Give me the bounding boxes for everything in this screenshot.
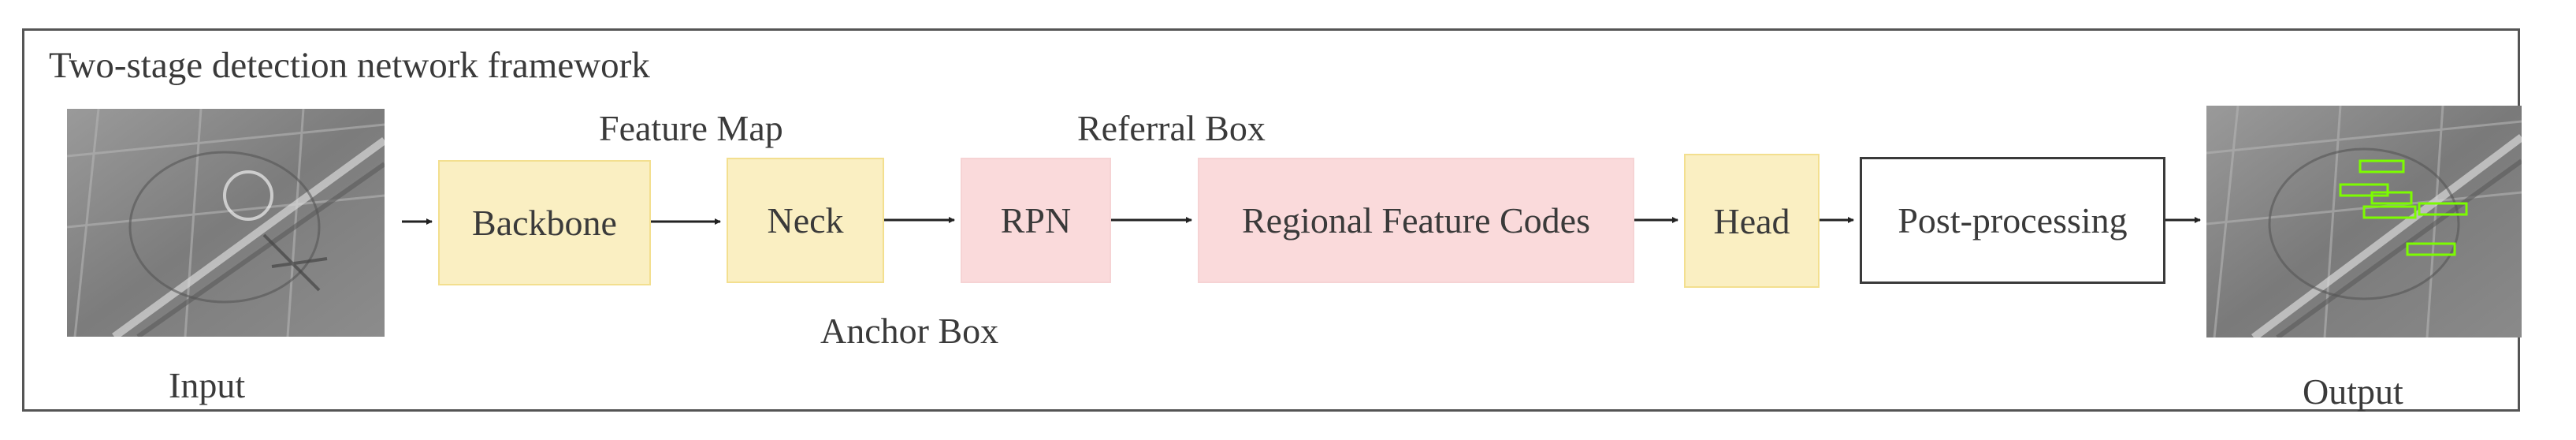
- regional-feature-codes-box: Regional Feature Codes: [1198, 158, 1634, 283]
- regional-feature-codes-label: Regional Feature Codes: [1241, 200, 1590, 241]
- input-image: [67, 109, 385, 337]
- referral-box-label: Referral Box: [1077, 108, 1266, 148]
- neck-box: Neck: [727, 158, 884, 283]
- diagram-title: Two-stage detection network framework: [49, 45, 650, 86]
- backbone-box: Backbone: [438, 160, 651, 285]
- feature-map-label: Feature Map: [599, 108, 783, 148]
- head-label: Head: [1713, 200, 1790, 241]
- backbone-label: Backbone: [472, 203, 617, 243]
- head-box: Head: [1684, 154, 1820, 288]
- rpn-box: RPN: [961, 158, 1111, 283]
- input-label: Input: [169, 365, 246, 405]
- output-image: [2206, 106, 2522, 337]
- neck-label: Neck: [767, 200, 844, 241]
- post-processing-label: Post-processing: [1898, 200, 2128, 241]
- post-processing-box: Post-processing: [1860, 157, 2165, 284]
- anchor-box-label: Anchor Box: [820, 311, 999, 351]
- rpn-label: RPN: [1000, 200, 1072, 241]
- output-label: Output: [2303, 371, 2403, 412]
